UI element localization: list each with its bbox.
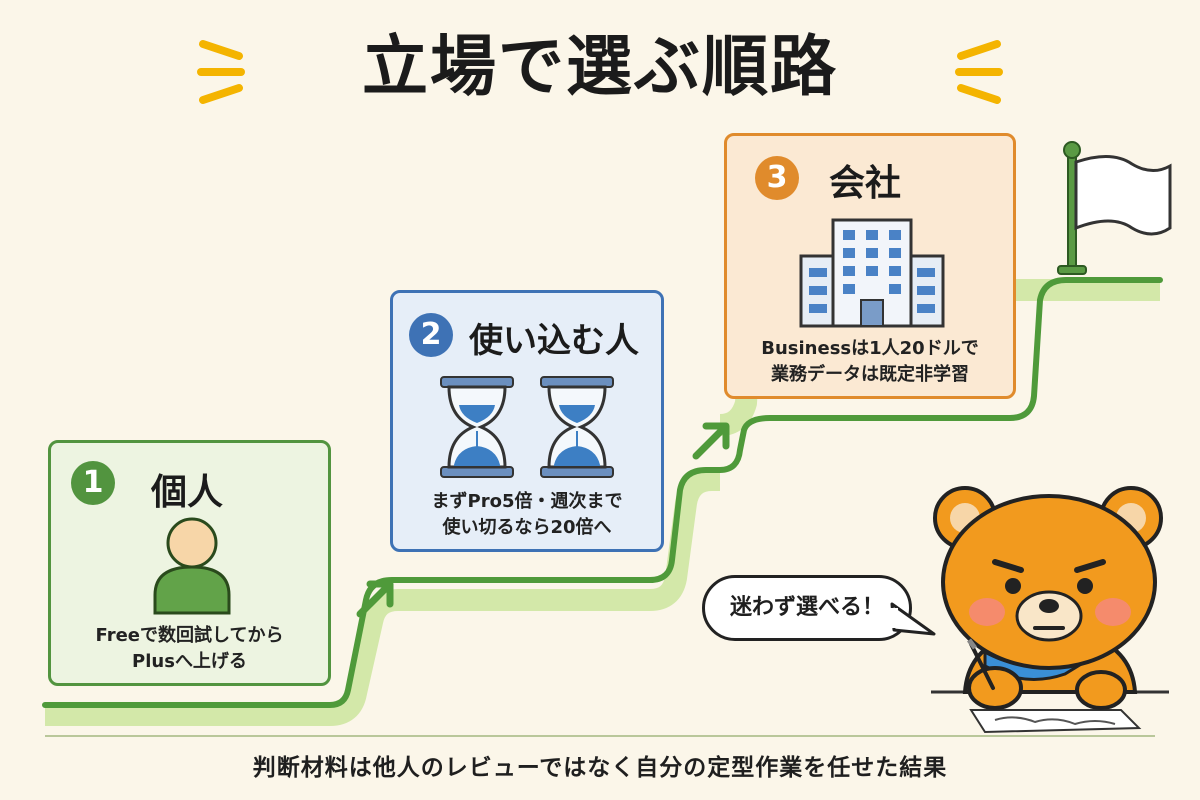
step-description-line: Businessは1人20ドルで [761,338,979,359]
office-building-icon [799,218,945,328]
divider-line [45,735,1155,737]
step-title: 使い込む人 [469,321,639,361]
speech-bubble: 迷わず選べる！ [702,575,912,641]
page-title: 立場で選ぶ順路 [362,28,838,105]
step-description-line: 使い切るなら20倍へ [442,517,612,538]
step-card-company: 3 会社 Businessは1人20ドルで 業務データは既定非学習 [724,133,1016,399]
hourglass-icon [540,376,614,478]
step-title: 個人 [151,472,224,513]
step-number-badge: 3 [755,156,799,200]
step-description-line: Plusへ上げる [132,651,247,672]
goal-flag-icon [1057,141,1172,275]
bear-mascot-icon [931,486,1169,734]
up-arrow-icon [356,580,394,618]
step-number-badge: 2 [409,313,453,357]
step-title: 会社 [829,163,902,204]
step-card-heavy-user: 2 使い込む人 まずPro5倍・週次まで 使い切るなら20倍へ [390,290,664,552]
footer-caption: 判断材料は他人のレビューではなく自分の定型作業を任せた結果 [252,755,948,781]
emphasis-marks-right-icon [955,40,1003,104]
step-description-line: まずPro5倍・週次まで [431,491,623,512]
step-card-individual: 1 個人 Freeで数回試してから Plusへ上げる [48,440,331,686]
hourglass-icon [440,376,514,478]
speech-bubble-tail [890,602,936,636]
step-description-line: Freeで数回試してから [95,625,284,646]
step-number-badge: 1 [71,461,115,505]
emphasis-marks-left-icon [197,40,245,104]
step-description-line: 業務データは既定非学習 [771,364,969,385]
up-arrow-icon [692,422,730,460]
person-icon [153,517,231,615]
